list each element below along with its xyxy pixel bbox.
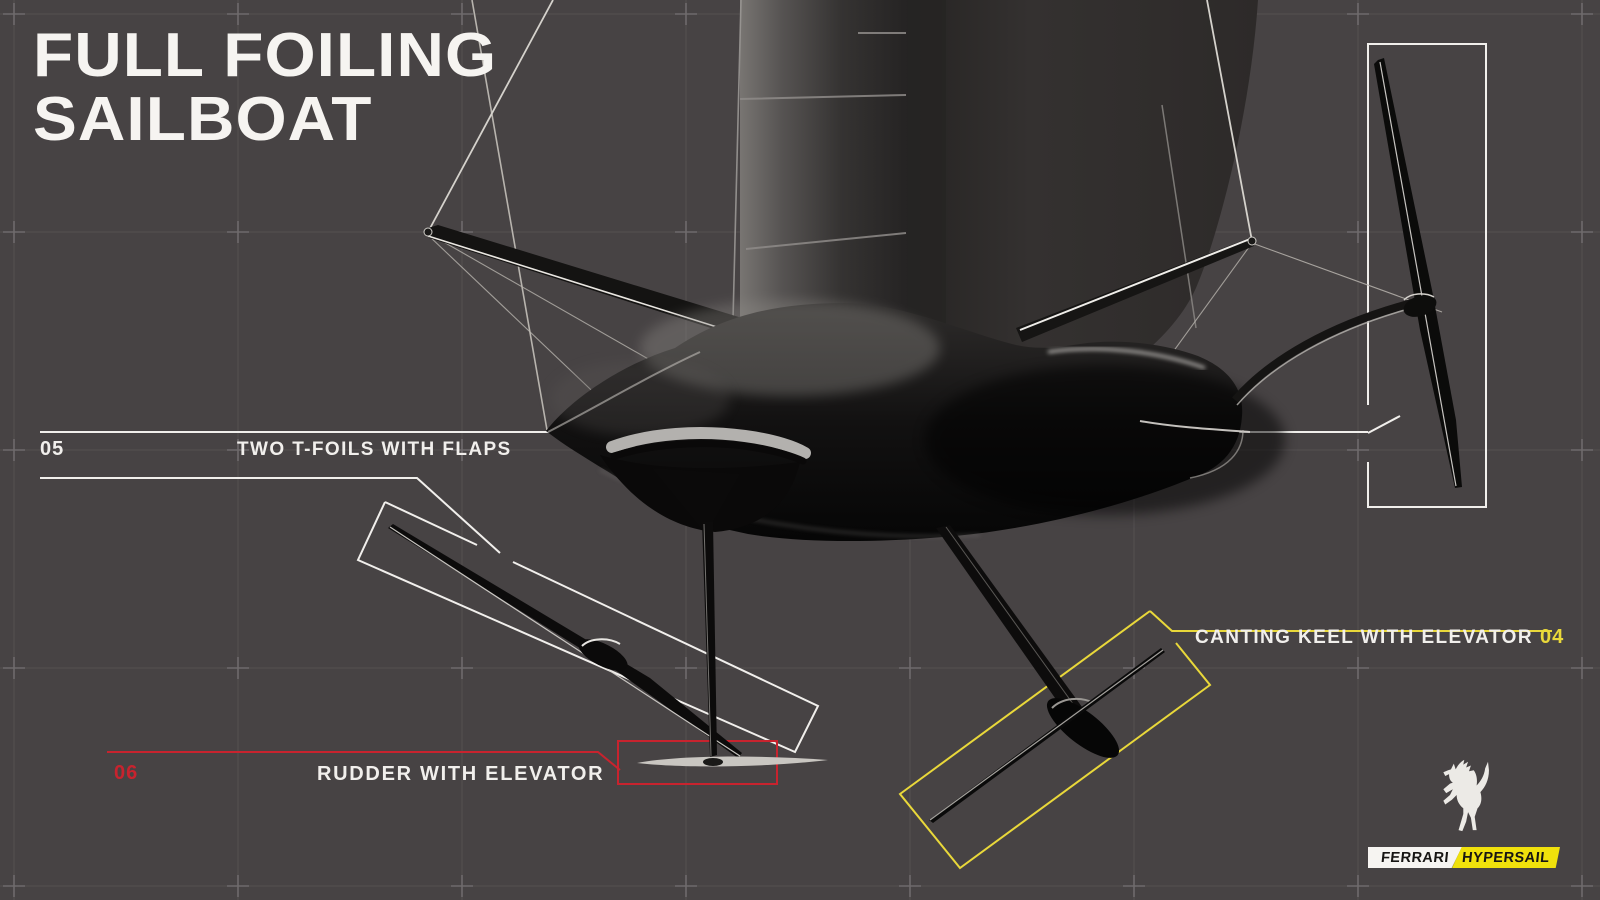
ferrari-prancing-horse-icon xyxy=(1443,759,1489,832)
mainsail xyxy=(908,0,1258,402)
mast xyxy=(732,0,908,368)
title-line-2: SAILBOAT xyxy=(33,85,373,154)
page-title: FULL FOILING SAILBOAT xyxy=(33,24,497,152)
hull xyxy=(546,300,1285,542)
badge-hypersail: HYPERSAIL xyxy=(1452,847,1560,868)
sail-leech-highlight xyxy=(1161,104,1197,329)
badge-ferrari-label: FERRARI xyxy=(1380,849,1450,866)
callout-05-label: TWO T-FOILS WITH FLAPS xyxy=(237,439,512,460)
rudder xyxy=(637,522,828,767)
bow-fin xyxy=(652,468,740,534)
callout-04-lines xyxy=(898,610,1552,870)
rudder-elevator xyxy=(637,756,828,767)
callout-05-number: 05 xyxy=(40,438,65,460)
callout-06-label: RUDDER WITH ELEVATOR xyxy=(317,763,605,785)
badge-hypersail-label: HYPERSAIL xyxy=(1461,849,1551,866)
mast-seam-lines xyxy=(739,32,907,250)
title-line-1: FULL FOILING xyxy=(33,21,498,90)
callout-04-label: CANTING KEEL WITH ELEVATOR xyxy=(1195,627,1533,648)
callout-04-number: 04 xyxy=(1540,626,1565,648)
badge-ferrari: FERRARI xyxy=(1368,847,1462,868)
canting-keel xyxy=(929,525,1165,823)
starboard-crossbeam-arm xyxy=(1016,236,1257,342)
ferrari-hypersail-badge: FERRARI HYPERSAIL xyxy=(1368,847,1560,868)
tfoil-port-outline-box xyxy=(356,501,820,754)
tfoil-starboard-outline-box xyxy=(1367,43,1487,508)
port-tfoil xyxy=(388,524,742,758)
starboard-tfoil xyxy=(1231,58,1462,488)
callout-06-number: 06 xyxy=(114,762,139,784)
cockpit-rim xyxy=(606,427,811,459)
